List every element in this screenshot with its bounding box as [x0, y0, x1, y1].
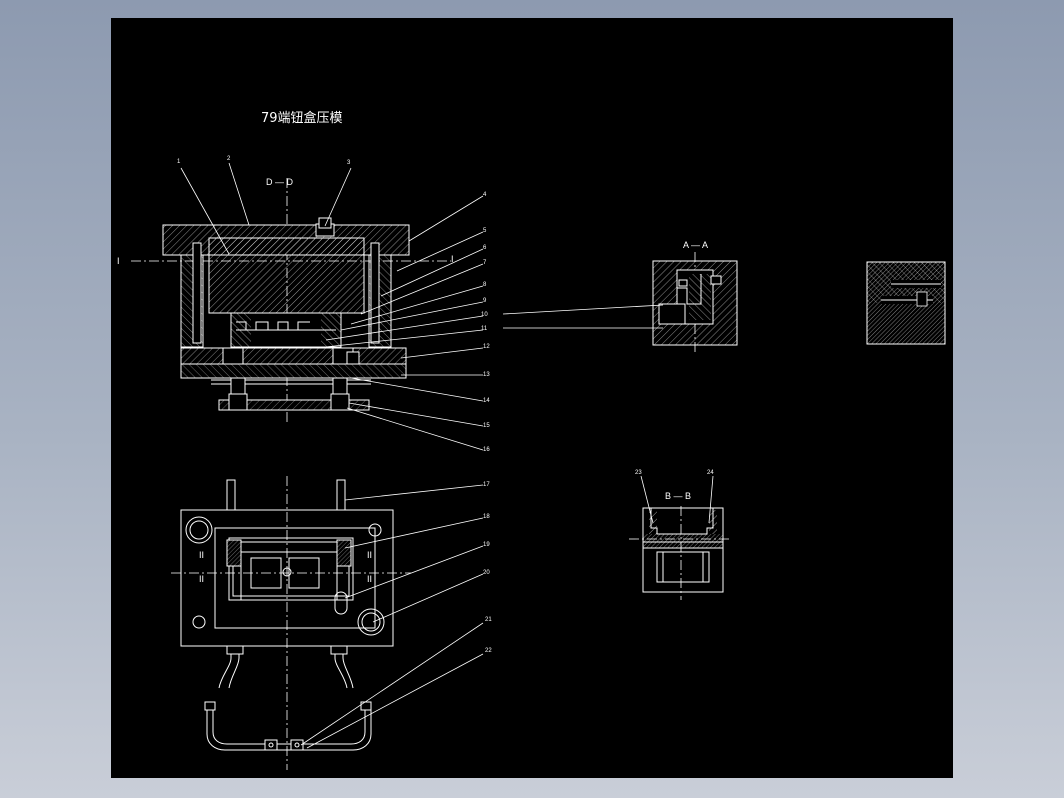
part-number-5: 5 [483, 228, 487, 234]
section-label-d: D — D [266, 177, 294, 187]
detail-i-view [866, 261, 946, 345]
part-number-23: 23 [635, 470, 642, 476]
part-number-22: 22 [485, 648, 492, 654]
part-number-24: 24 [707, 470, 714, 476]
leader-lines [180, 162, 714, 749]
part-number-labels: 1 2 3 4 5 6 7 8 9 10 11 12 13 14 15 16 1… [177, 156, 714, 654]
section-label-a: A — A [683, 240, 708, 250]
part-number-8: 8 [483, 282, 487, 288]
part-number-14: 14 [483, 398, 490, 404]
part-number-16: 16 [483, 447, 490, 453]
part-number-15: 15 [483, 423, 490, 429]
part-number-21: 21 [485, 617, 492, 623]
part-number-7: 7 [483, 260, 487, 266]
part-number-18: 18 [483, 514, 490, 520]
part-number-11: 11 [481, 326, 488, 332]
assembly-drawing: 79端钮盒压模 D — D I I [117, 110, 946, 770]
section-label-ii-3: II [367, 550, 372, 560]
part-number-17: 17 [483, 482, 490, 488]
part-number-20: 20 [483, 570, 490, 576]
part-number-3: 3 [347, 160, 351, 166]
part-number-4: 4 [483, 192, 487, 198]
section-b-b-view: B — B [629, 491, 731, 600]
section-label-ii-1: II [199, 550, 204, 560]
plan-view: II II II II [171, 476, 411, 770]
section-label-i-left: I [117, 256, 120, 266]
part-number-2: 2 [227, 156, 231, 162]
part-number-1: 1 [177, 159, 181, 165]
drawing-title: 79端钮盒压模 [261, 110, 343, 126]
part-number-12: 12 [483, 344, 490, 350]
part-number-19: 19 [483, 542, 490, 548]
part-number-13: 13 [483, 372, 490, 378]
part-number-10: 10 [481, 312, 488, 318]
section-label-ii-4: II [367, 574, 372, 584]
section-a-a-view: A — A [652, 240, 738, 352]
cad-viewport[interactable]: 79端钮盒压模 D — D I I [111, 18, 953, 778]
part-number-9: 9 [483, 298, 487, 304]
section-label-ii-2: II [199, 574, 204, 584]
section-label-i-right: I [451, 254, 454, 264]
section-d-d-view: D — D I I [117, 177, 454, 423]
part-number-6: 6 [483, 245, 487, 251]
section-label-b: B — B [665, 491, 691, 501]
